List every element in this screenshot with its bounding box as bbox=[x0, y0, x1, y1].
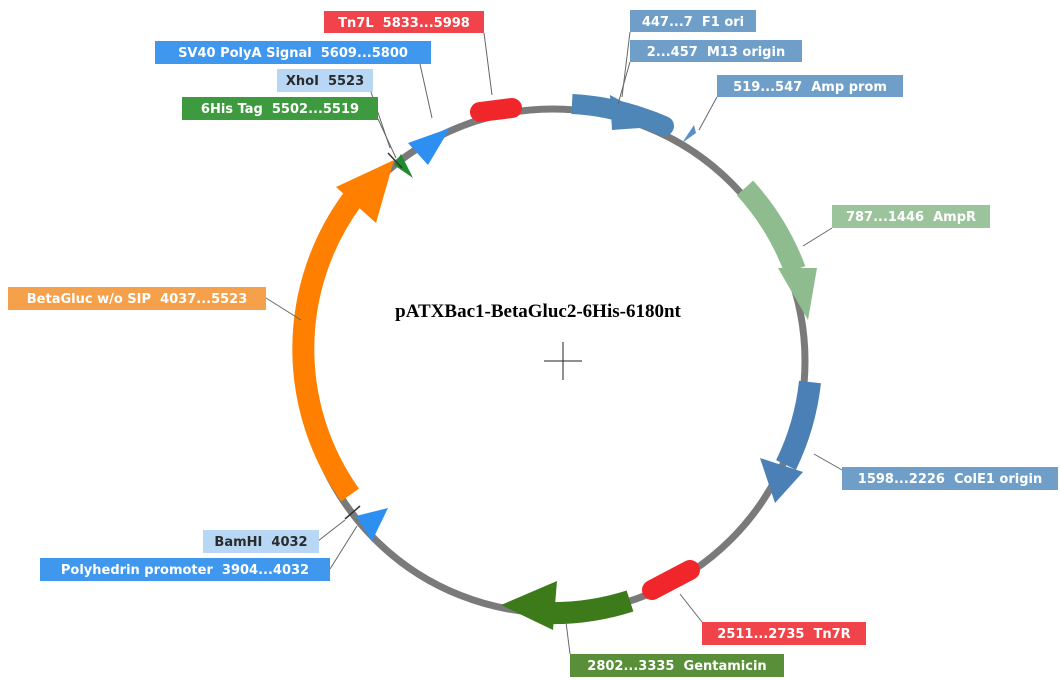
feature-cole1-arrowhead[interactable] bbox=[760, 458, 803, 503]
label-6his-tag[interactable]: 6His Tag 5502...5519 bbox=[182, 97, 378, 120]
label-6his-bg bbox=[182, 97, 378, 120]
label-m13-origin[interactable]: 2...457 M13 origin bbox=[630, 40, 802, 62]
plasmid-title: pATXBac1-BetaGluc2-6His-6180nt bbox=[395, 301, 681, 322]
feature-polyhedrin-arrow[interactable] bbox=[356, 508, 388, 541]
feature-ampr-body[interactable] bbox=[736, 180, 806, 274]
label-sv40-bg bbox=[155, 41, 431, 64]
feature-ampr-arrowhead[interactable] bbox=[778, 268, 817, 320]
feature-f1-ori-body[interactable] bbox=[630, 107, 674, 136]
label-betagluc-bg bbox=[8, 287, 266, 310]
leader-tn7l bbox=[483, 32, 493, 96]
label-tn7r-text: 2511...2735 Tn7R bbox=[717, 627, 850, 642]
feature-6his-tag-arrow[interactable] bbox=[394, 154, 413, 178]
label-ampr[interactable]: 787...1446 AmpR bbox=[832, 205, 990, 228]
label-bamhi-bg bbox=[203, 530, 319, 553]
label-gentamicin-bg bbox=[570, 654, 784, 677]
label-m13-text: 2...457 M13 origin bbox=[647, 45, 785, 60]
label-xhoi-text: XhoI 5523 bbox=[286, 74, 364, 89]
label-gentamicin-text: 2802...3335 Gentamicin bbox=[587, 659, 766, 674]
leader-ampr bbox=[802, 227, 833, 247]
label-gentamicin[interactable]: 2802...3335 Gentamicin bbox=[570, 654, 784, 677]
label-6his-text: 6His Tag 5502...5519 bbox=[201, 102, 359, 117]
label-bamhi[interactable]: BamHI 4032 bbox=[203, 530, 319, 553]
leader-amp-prom bbox=[698, 96, 718, 131]
feature-gentamicin-body[interactable] bbox=[544, 590, 634, 625]
feature-tn7l-block[interactable] bbox=[470, 98, 522, 122]
feature-betagluc-arrowhead[interactable] bbox=[336, 160, 394, 223]
label-sv40-text: SV40 PolyA Signal 5609...5800 bbox=[178, 46, 408, 61]
label-m13-bg bbox=[630, 40, 802, 62]
leader-m13 bbox=[617, 61, 631, 105]
label-sv40-polya[interactable]: SV40 PolyA Signal 5609...5800 bbox=[155, 41, 431, 64]
label-bamhi-text: BamHI 4032 bbox=[214, 535, 307, 550]
label-tn7l-bg bbox=[324, 11, 484, 33]
label-f1-ori-text: 447...7 F1 ori bbox=[642, 15, 744, 30]
leader-sv40 bbox=[419, 63, 433, 119]
label-ampr-text: 787...1446 AmpR bbox=[846, 210, 976, 225]
feature-amp-prom-arrow[interactable] bbox=[682, 125, 696, 143]
feature-gentamicin-arrowhead[interactable] bbox=[501, 581, 557, 630]
label-cole1-bg bbox=[842, 467, 1058, 490]
feature-betagluc-body[interactable] bbox=[292, 193, 361, 502]
leader-gentamicin bbox=[565, 621, 571, 655]
label-polyhedrin-text: Polyhedrin promoter 3904...4032 bbox=[61, 563, 309, 578]
label-betagluc-text: BetaGluc w/o SIP 4037...5523 bbox=[27, 292, 248, 307]
leader-6his bbox=[377, 118, 397, 159]
label-f1-ori-bg bbox=[630, 10, 756, 32]
leader-polyhedrin bbox=[329, 525, 358, 570]
label-amp-prom[interactable]: 519...547 Amp prom bbox=[717, 75, 903, 97]
label-amp-prom-bg bbox=[717, 75, 903, 97]
label-polyhedrin-bg bbox=[40, 558, 330, 581]
label-amp-prom-text: 519...547 Amp prom bbox=[733, 80, 887, 95]
leader-tn7r bbox=[679, 593, 703, 623]
leader-betagluc bbox=[265, 297, 302, 321]
label-tn7l-text: Tn7L 5833...5998 bbox=[338, 16, 470, 31]
feature-sv40-polya-arrow[interactable] bbox=[408, 128, 450, 165]
label-ampr-bg bbox=[832, 205, 990, 228]
label-xhoi-bg bbox=[277, 69, 373, 92]
leader-bamhi bbox=[317, 519, 346, 542]
label-betagluc[interactable]: BetaGluc w/o SIP 4037...5523 bbox=[8, 287, 266, 310]
leader-cole1 bbox=[813, 453, 843, 471]
label-tn7r-bg bbox=[702, 622, 866, 645]
label-cole1-text: 1598...2226 ColE1 origin bbox=[858, 472, 1042, 487]
label-tn7l[interactable]: Tn7L 5833...5998 bbox=[324, 11, 484, 33]
site-xhoi-tick bbox=[387, 152, 403, 169]
site-bamhi-tick bbox=[344, 505, 361, 520]
label-f1-ori[interactable]: 447...7 F1 ori bbox=[630, 10, 756, 32]
label-polyhedrin-promoter[interactable]: Polyhedrin promoter 3904...4032 bbox=[40, 558, 330, 581]
feature-cole1-body[interactable] bbox=[776, 380, 821, 470]
feature-tn7r-block[interactable] bbox=[642, 560, 700, 600]
label-cole1-origin[interactable]: 1598...2226 ColE1 origin bbox=[842, 467, 1058, 490]
label-tn7r[interactable]: 2511...2735 Tn7R bbox=[702, 622, 866, 645]
label-xhoi[interactable]: XhoI 5523 bbox=[277, 69, 373, 92]
